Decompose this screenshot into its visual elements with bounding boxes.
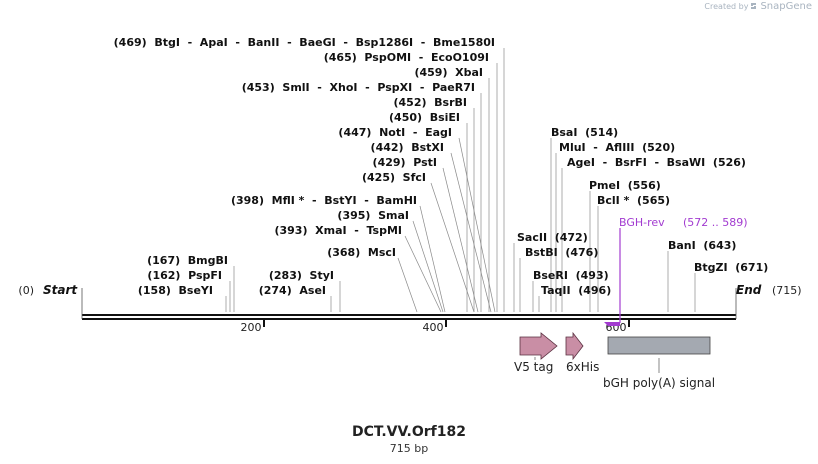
site-label-styi[interactable]: (283) StyI bbox=[269, 269, 334, 282]
connector-noti bbox=[458, 137, 496, 313]
connector-msci bbox=[397, 257, 418, 313]
site-label-bseyi[interactable]: (158) BseYI bbox=[138, 284, 213, 297]
site-label-mlui[interactable]: MluI - AflIII (520) bbox=[559, 141, 675, 154]
connector-xmai bbox=[404, 235, 442, 313]
6xhis-arrow-icon bbox=[565, 331, 584, 361]
site-label-sfci[interactable]: (425) SfcI bbox=[362, 171, 426, 184]
sequence-name: DCT.VV.Orf182 bbox=[352, 424, 466, 440]
connector-mfli bbox=[419, 205, 446, 313]
v5-tag-label: V5 tag bbox=[514, 360, 553, 374]
site-label-bstbi[interactable]: BstBI (476) bbox=[525, 246, 598, 259]
start-position: (0) bbox=[18, 284, 34, 297]
6xhis-label: 6xHis bbox=[566, 360, 599, 374]
ruler-label-400: 400 bbox=[423, 321, 444, 334]
site-label-sacii[interactable]: SacII (472) bbox=[517, 231, 588, 244]
bgh-polya-label: bGH poly(A) signal bbox=[603, 376, 715, 390]
site-label-btgi[interactable]: (469) BtgI - ApaI - BanII - BaeGI - Bsp1… bbox=[114, 36, 495, 49]
credit-brand: SnapGene bbox=[760, 1, 812, 12]
connector-psti bbox=[442, 167, 479, 313]
connector-bstxi bbox=[450, 152, 492, 313]
site-label-bstxi[interactable]: (442) BstXI bbox=[371, 141, 444, 154]
site-label-psti[interactable]: (429) PstI bbox=[373, 156, 437, 169]
site-label-xmai[interactable]: (393) XmaI - TspMI bbox=[274, 224, 402, 237]
site-label-bseri[interactable]: BseRI (493) bbox=[533, 269, 609, 282]
end-position: (715) bbox=[772, 284, 802, 297]
snapgene-logo-icon bbox=[750, 2, 758, 12]
site-labels: (469) BtgI - ApaI - BanII - BaeGI - Bsp1… bbox=[114, 36, 769, 297]
primer-name: BGH-rev bbox=[619, 216, 665, 229]
site-label-asei[interactable]: (274) AseI bbox=[259, 284, 326, 297]
credit-prefix: Created by bbox=[704, 2, 749, 11]
feature-6xhis[interactable]: 6xHis bbox=[565, 331, 599, 374]
end-label: End bbox=[736, 283, 762, 297]
site-label-taqii[interactable]: TaqII (496) bbox=[541, 284, 611, 297]
site-label-pspomi[interactable]: (465) PspOMI - EcoO109I bbox=[324, 51, 489, 64]
sequence-length: 715 bp bbox=[389, 442, 429, 455]
site-label-bmgbi[interactable]: (167) BmgBI bbox=[147, 254, 228, 267]
site-label-bsiei[interactable]: (450) BsiEI bbox=[389, 111, 460, 124]
site-label-msci[interactable]: (368) MscI bbox=[327, 246, 396, 259]
start-label: Start bbox=[43, 283, 78, 297]
v5-tag-arrow-icon bbox=[519, 332, 558, 360]
site-label-smli[interactable]: (453) SmlI - XhoI - PspXI - PaeR7I bbox=[242, 81, 475, 94]
primer-bgh-rev[interactable]: BGH-rev (572 .. 589) bbox=[604, 216, 748, 326]
site-label-bsai[interactable]: BsaI (514) bbox=[551, 126, 618, 139]
site-label-xbai[interactable]: (459) XbaI bbox=[414, 66, 483, 79]
site-label-agei[interactable]: AgeI - BsrFI - BsaWI (526) bbox=[567, 156, 746, 169]
site-connectors bbox=[225, 48, 696, 313]
site-label-mfli[interactable]: (398) MflI * - BstYI - BamHI bbox=[231, 194, 417, 207]
site-label-bsrbi[interactable]: (452) BsrBI bbox=[393, 96, 467, 109]
connector-smai bbox=[412, 220, 444, 313]
feature-bgh-polya-signal[interactable]: bGH poly(A) signal bbox=[603, 336, 715, 390]
site-label-bani[interactable]: BanI (643) bbox=[668, 239, 736, 252]
site-label-pmei[interactable]: PmeI (556) bbox=[589, 179, 661, 192]
ruler: 200 400 600 bbox=[241, 320, 630, 334]
feature-v5-tag[interactable]: V5 tag bbox=[514, 332, 558, 374]
ruler-label-200: 200 bbox=[241, 321, 262, 334]
site-label-btgzi[interactable]: BtgZI (671) bbox=[694, 261, 768, 274]
site-label-pspfi[interactable]: (162) PspFI bbox=[147, 269, 222, 282]
primer-range: (572 .. 589) bbox=[683, 216, 748, 229]
site-label-smai[interactable]: (395) SmaI bbox=[337, 209, 409, 222]
snapgene-credit: Created by SnapGene bbox=[704, 1, 812, 12]
primer-arrow-icon bbox=[604, 322, 620, 326]
site-label-bcli[interactable]: BclI * (565) bbox=[597, 194, 670, 207]
bgh-polya-box bbox=[607, 336, 711, 355]
connector-sfci bbox=[430, 182, 475, 313]
site-label-noti[interactable]: (447) NotI - EagI bbox=[338, 126, 452, 139]
